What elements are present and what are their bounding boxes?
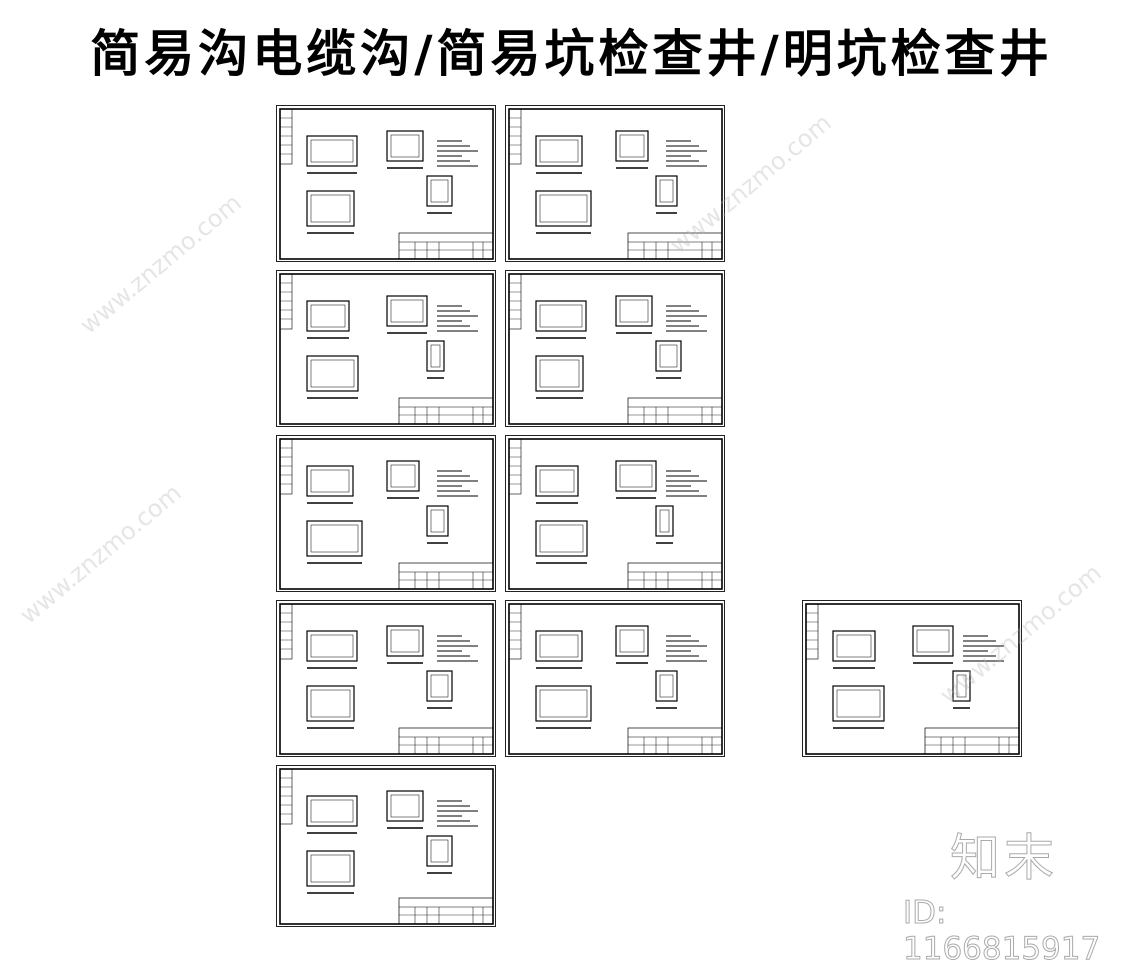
drawing-sheet xyxy=(276,435,496,592)
watermark-logo: 知末 xyxy=(950,829,1058,888)
watermark-site: www.znzmo.com xyxy=(14,478,187,630)
drawing-sheet xyxy=(505,600,725,757)
page-title: 简易沟电缆沟/简易坑检查井/明坑检查井 xyxy=(90,24,1053,83)
drawing-sheet xyxy=(505,435,725,592)
drawing-sheet xyxy=(276,600,496,757)
drawing-sheet xyxy=(505,270,725,427)
watermark-site: www.znzmo.com xyxy=(74,188,247,340)
drawing-sheet xyxy=(802,600,1022,757)
drawing-sheet xyxy=(276,105,496,262)
drawing-sheet xyxy=(276,765,496,927)
drawing-sheet xyxy=(276,270,496,427)
watermark-id: ID: 1166815917 xyxy=(903,895,1101,967)
drawing-sheet xyxy=(505,105,725,262)
